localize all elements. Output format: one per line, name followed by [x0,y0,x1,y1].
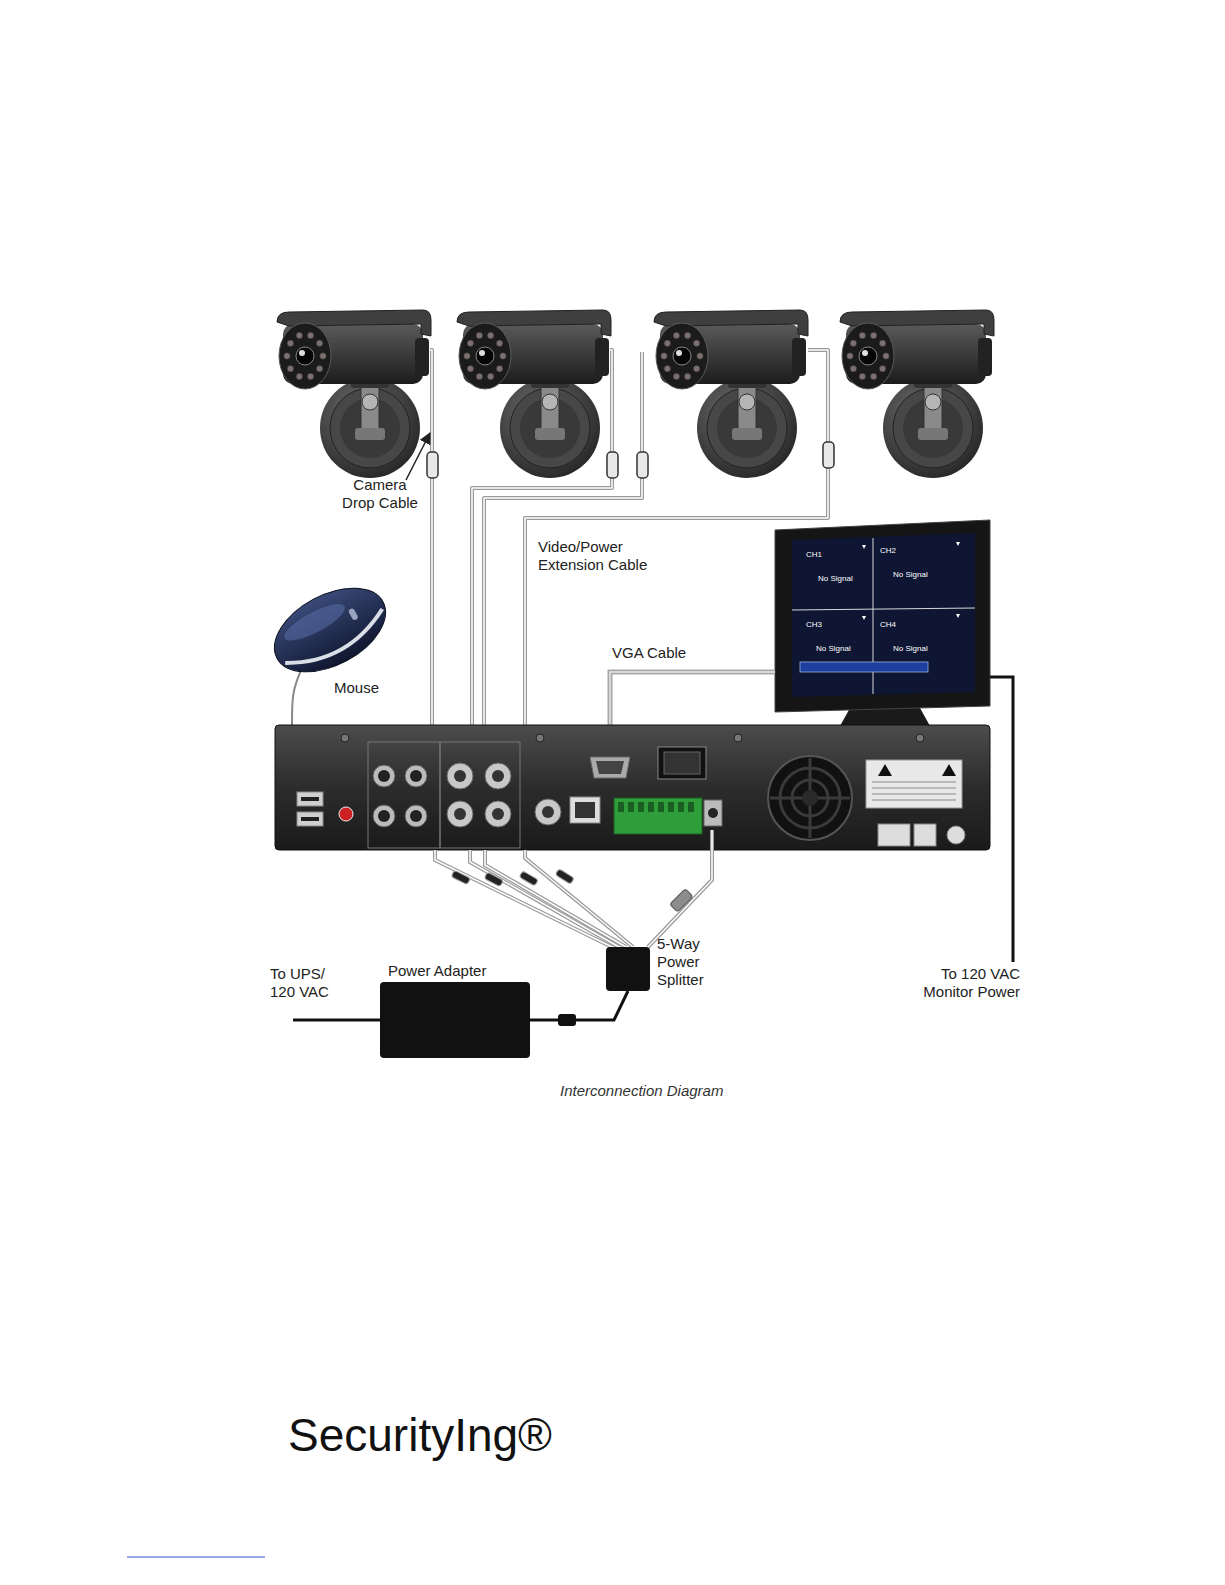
dvr-rear-panel [275,725,990,850]
node-label: Mouse [334,679,379,697]
box-shape [606,947,650,991]
channel-label: CH4 [880,620,896,630]
label-slot: SecurityIng® [288,1408,552,1463]
mains-cord [293,1019,380,1022]
camera [277,310,431,478]
power-note: To UPS/ 120 VAC [270,965,336,1001]
label-slot: CH3 [806,620,822,630]
label-slot: To 120 VAC Monitor Power [900,965,1020,1001]
power-splitter: 5-Way Power Splitter [606,935,723,995]
label-slot: No Signal [893,644,928,654]
power-adapter: Power Adapter [380,962,532,1060]
cable-connector [427,442,834,478]
underline [127,1557,265,1558]
text-slot: 5-Way Power Splitter [657,935,719,989]
leader-arrow [406,433,430,480]
caption: Interconnection Diagram [560,1082,723,1100]
node-label: 5-Way Power Splitter [657,935,719,989]
cable-label: Video/Power Extension Cable [538,538,662,574]
channel-label: CH1 [806,550,822,560]
monitor [775,520,990,735]
label-slot: CH4 [880,620,896,630]
label-slot: VGA Cable [612,644,686,662]
label-slot: CH1 [806,550,822,560]
brand-name: SecurityIng® [288,1408,552,1463]
camera [457,310,611,478]
power-note: To 120 VAC Monitor Power [900,965,1020,1001]
caption-slot: Interconnection Diagram [560,1082,723,1100]
monitor-power-cord [990,677,1013,962]
text-slot: Mouse [334,679,379,697]
status-text: No Signal [818,574,853,584]
label-slot: No Signal [816,644,851,654]
label-slot: No Signal [893,570,928,580]
power-leads [435,830,712,947]
power-cord [530,991,628,1020]
label-slot: CH2 [880,546,896,556]
cable-connector [451,869,693,912]
status-text: No Signal [816,644,851,654]
status-text: No Signal [893,644,928,654]
node-label: Power Adapter [388,962,486,980]
channel-label: CH3 [806,620,822,630]
label-slot: Video/Power Extension Cable [538,538,662,574]
camera [840,310,994,478]
cable-label: Camera Drop Cable [338,476,422,512]
camera [654,310,808,478]
text-slot: Power Adapter [388,962,486,980]
box-shape [380,982,530,1058]
label-slot: Camera Drop Cable [338,476,422,512]
cable-label: VGA Cable [612,644,686,662]
mouse-device: Mouse [268,583,393,701]
status-text: No Signal [893,570,928,580]
label-slot: To UPS/ 120 VAC [270,965,336,1001]
label-slot: No Signal [818,574,853,584]
channel-label: CH2 [880,546,896,556]
